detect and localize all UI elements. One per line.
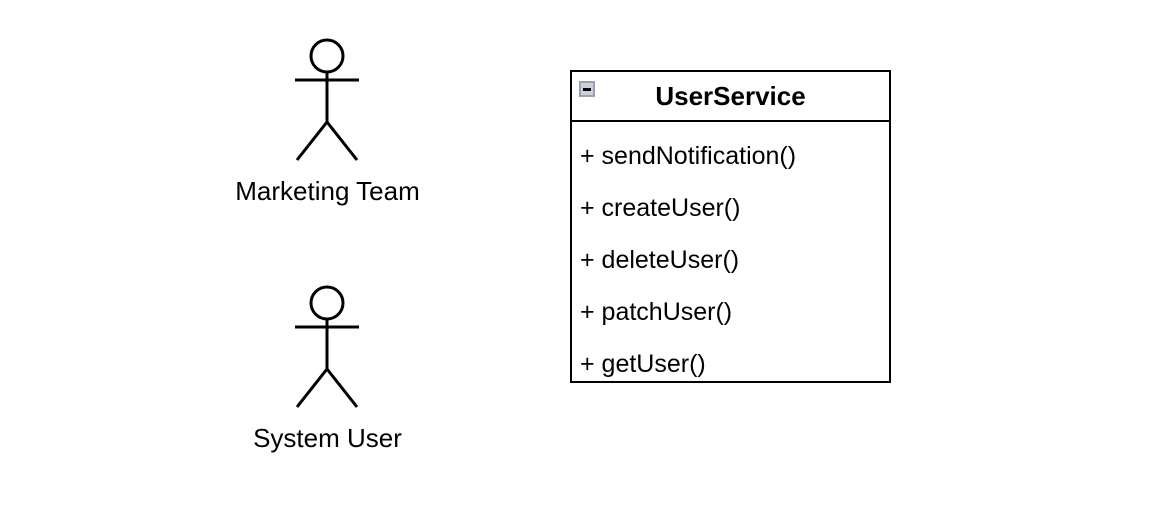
uml-actor-stick-figure-icon: [295, 38, 359, 161]
uml-actor-stick-figure-icon: [295, 285, 359, 408]
minimize-icon[interactable]: [579, 81, 595, 97]
minimize-icon-bar: [583, 87, 591, 91]
actor-marketing-team[interactable]: Marketing Team: [235, 38, 420, 208]
uml-member-row[interactable]: + patchUser(): [580, 298, 733, 326]
actor-label: Marketing Team: [235, 176, 420, 206]
uml-class-userservice[interactable]: UserService + sendNotification() + creat…: [570, 70, 891, 383]
uml-member-row[interactable]: + deleteUser(): [580, 246, 740, 274]
uml-member-list: + sendNotification() + createUser() + de…: [572, 122, 889, 396]
uml-member-row[interactable]: + getUser(): [580, 350, 706, 378]
uml-member-row[interactable]: + sendNotification(): [580, 142, 797, 170]
uml-class-name: UserService: [655, 80, 806, 111]
actor-label: System User: [253, 423, 402, 453]
uml-class-header: UserService: [572, 72, 889, 122]
actor-system-user[interactable]: System User: [245, 285, 410, 455]
uml-member-row[interactable]: + createUser(): [580, 194, 741, 222]
